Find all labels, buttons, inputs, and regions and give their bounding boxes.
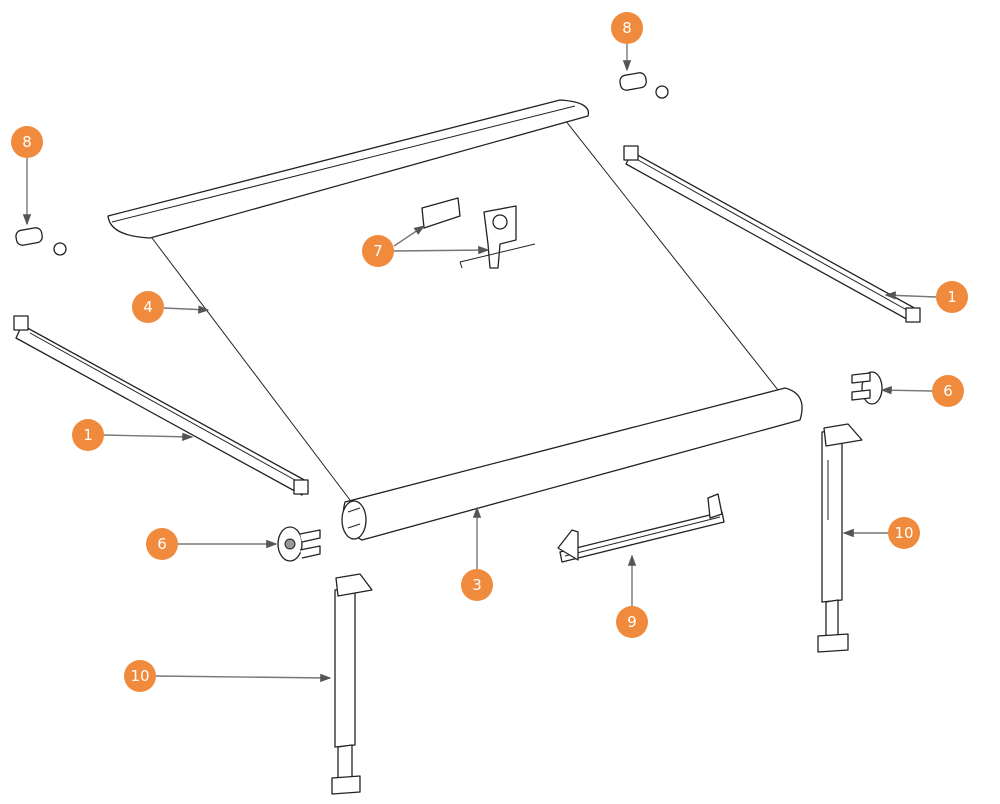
callout-6-right: 6	[932, 375, 964, 407]
arm-left	[13, 315, 309, 496]
callout-label: 8	[622, 19, 632, 37]
callout-1-right: 1	[936, 281, 968, 313]
callout-label: 8	[22, 133, 32, 151]
callout-7: 7	[362, 235, 394, 267]
callout-4: 4	[132, 291, 164, 323]
callout-9: 9	[616, 606, 648, 638]
callout-label: 6	[943, 382, 953, 400]
end-plug-right	[851, 371, 883, 405]
callout-label: 1	[947, 288, 957, 306]
callout-label: 10	[894, 524, 914, 542]
end-plug-left	[277, 526, 321, 562]
arm-right	[623, 145, 921, 323]
leg-right	[817, 423, 863, 653]
callout-3: 3	[461, 569, 493, 601]
callout-label: 1	[83, 426, 93, 444]
lead-rail	[557, 493, 725, 563]
cassette	[107, 99, 590, 239]
center-bracket	[421, 197, 536, 269]
callout-label: 9	[627, 613, 637, 631]
roller-tube	[341, 387, 803, 541]
fabric	[151, 119, 779, 501]
callout-10-left: 10	[124, 660, 156, 692]
callout-label: 4	[143, 298, 153, 316]
callout-label: 10	[130, 667, 150, 685]
leg-left	[331, 573, 373, 795]
callout-1-left: 1	[72, 419, 104, 451]
end-cap-top	[619, 72, 669, 99]
end-cap-left	[15, 227, 67, 256]
callout-8-left: 8	[11, 126, 43, 158]
callout-8-top: 8	[611, 12, 643, 44]
callout-6-left: 6	[146, 528, 178, 560]
callout-label: 3	[472, 576, 482, 594]
leader-lines	[22, 44, 937, 683]
callout-label: 6	[157, 535, 167, 553]
callout-10-right: 10	[888, 517, 920, 549]
callout-label: 7	[373, 242, 383, 260]
